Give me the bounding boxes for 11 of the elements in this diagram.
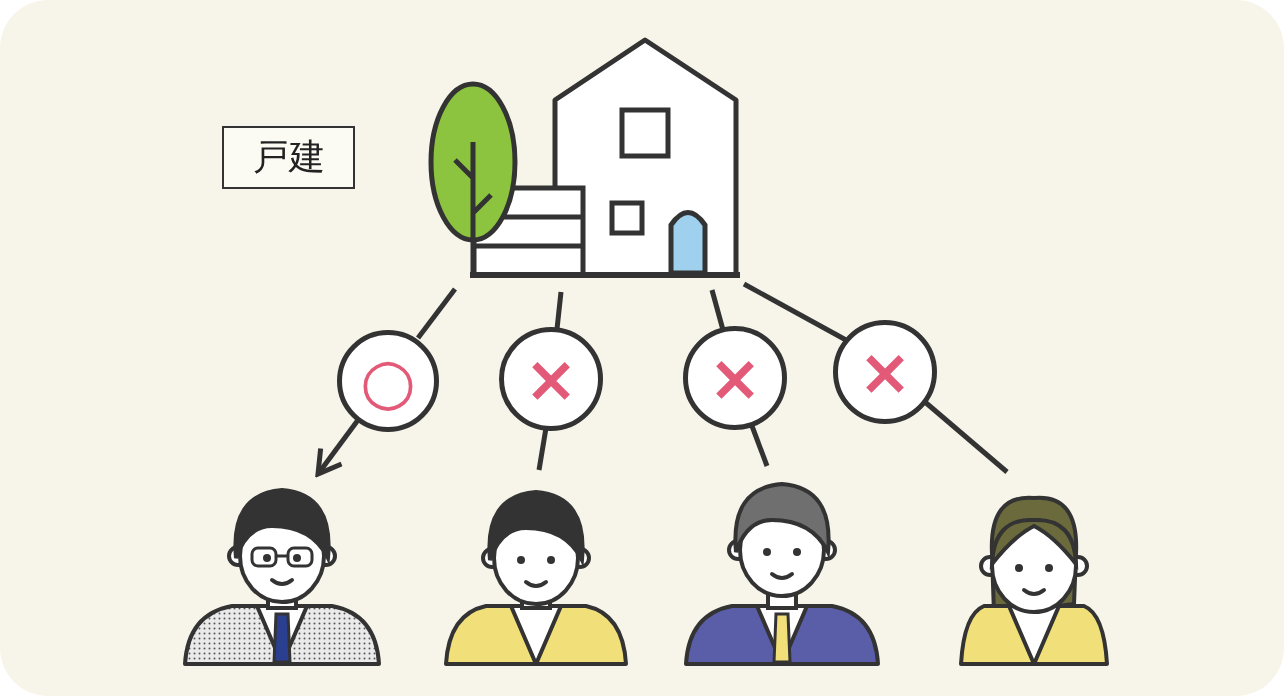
person-drawing bbox=[443, 490, 629, 666]
label-box: 戸建 bbox=[222, 126, 355, 189]
arrow bbox=[315, 418, 360, 477]
connector-line bbox=[742, 281, 848, 343]
connector-line bbox=[749, 425, 770, 467]
connector-line bbox=[554, 291, 564, 330]
person-drawing bbox=[958, 494, 1110, 666]
person-drawing bbox=[683, 482, 881, 666]
connector-line bbox=[923, 400, 1009, 474]
person-drawing bbox=[182, 488, 382, 666]
connector-line bbox=[416, 287, 457, 340]
